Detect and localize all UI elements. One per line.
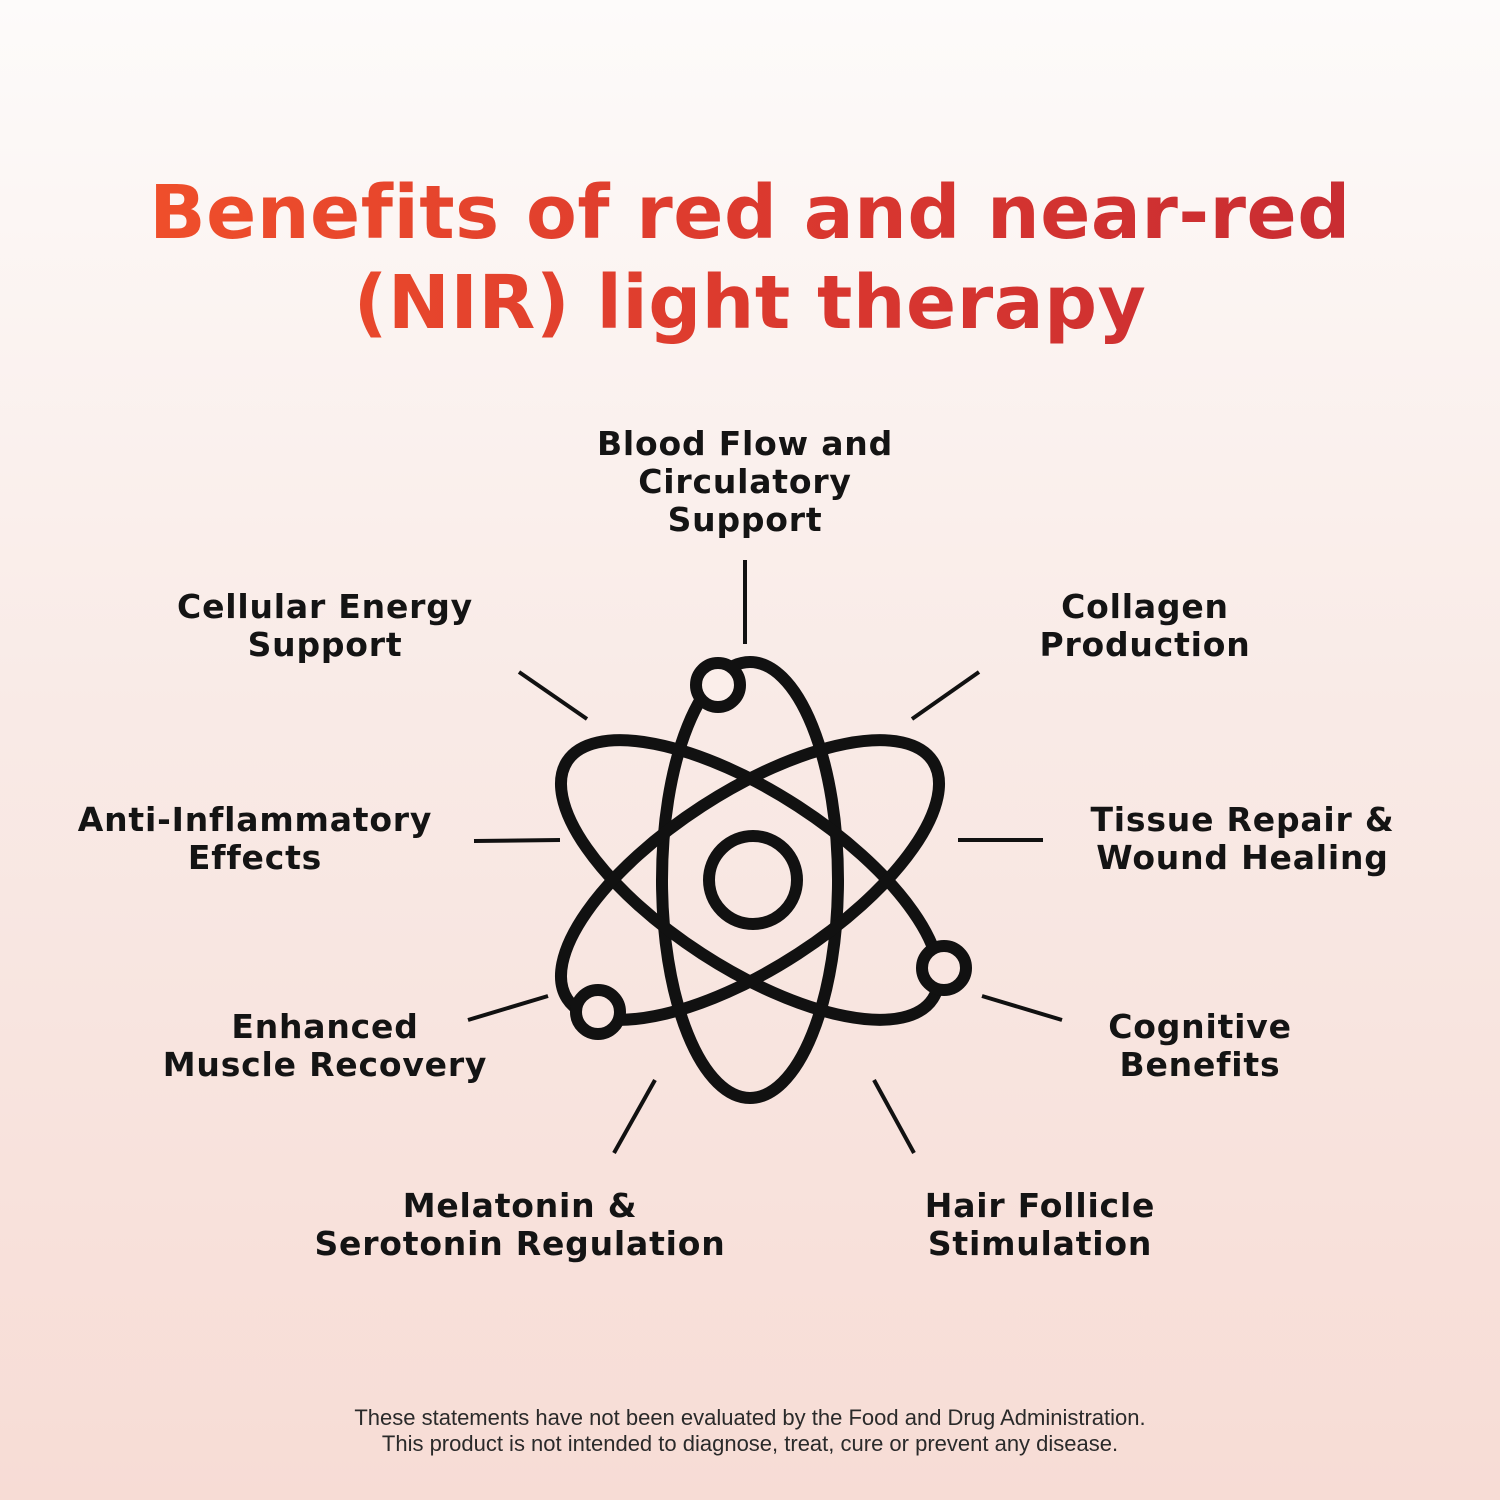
connector-cognitive [981,994,1063,1022]
disclaimer-line-1: These statements have not been evaluated… [354,1405,1146,1430]
atom-nucleus [703,830,803,930]
electron-right [916,940,972,996]
connector-collagen [910,670,981,721]
connector-muscle-recovery [467,994,549,1022]
benefit-collagen: Collagen Production [1039,587,1251,664]
benefit-cellular-energy: Cellular Energy Support [177,587,473,664]
electron-top [690,657,746,713]
connector-hair-follicle [872,1079,916,1154]
connector-anti-inflammatory [473,838,561,843]
connector-lines [467,560,1063,1154]
disclaimer-line-2: This product is not intended to diagnose… [381,1431,1119,1456]
orbit-diagonal-2 [554,734,946,1026]
connector-cellular-energy [517,670,589,721]
benefit-hair-follicle: Hair Follicle Stimulation [924,1186,1156,1263]
atom-icon [554,656,972,1104]
benefit-muscle-recovery: Enhanced Muscle Recovery [162,1007,488,1084]
benefit-melatonin: Melatonin & Serotonin Regulation [314,1186,726,1263]
benefit-tissue-repair: Tissue Repair & Wound Healing [1090,800,1395,877]
benefit-cognitive: Cognitive Benefits [1108,1007,1292,1084]
benefit-blood-flow: Blood Flow and Circulatory Support [596,424,893,539]
orbit-diagonal-1 [554,734,946,1026]
fda-disclaimer: These statements have not been evaluated… [0,1405,1500,1457]
benefit-anti-inflammatory: Anti-Inflammatory Effects [77,800,433,877]
electron-left [570,984,626,1040]
orbit-vertical [656,656,844,1104]
connector-melatonin [612,1079,657,1154]
